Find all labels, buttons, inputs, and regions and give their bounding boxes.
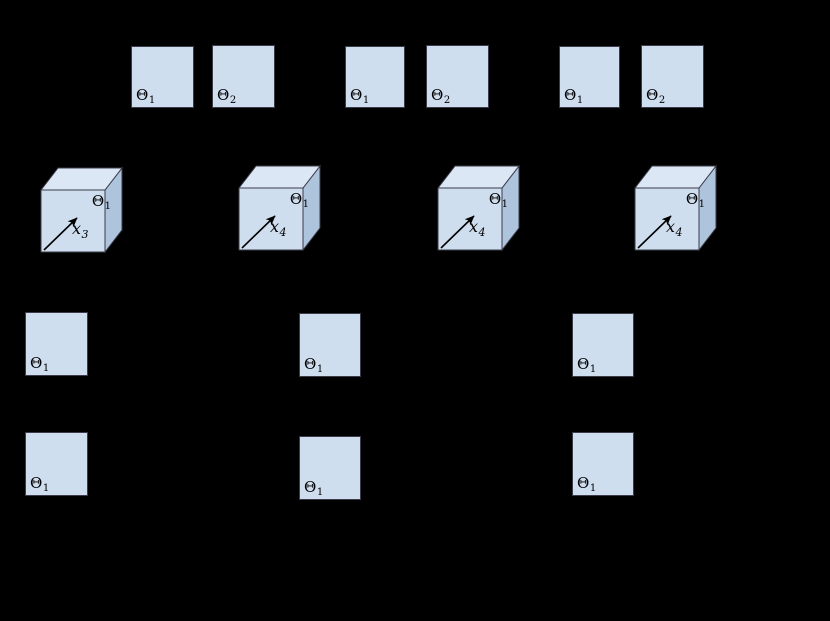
- theta-label: Θ1: [304, 354, 324, 375]
- theta-subscript: 1: [589, 364, 597, 375]
- x-vector-subscript: 3: [81, 227, 89, 241]
- theta-square: Θ2: [212, 45, 275, 108]
- theta-square: Θ1: [559, 46, 620, 108]
- theta-subscript: 2: [443, 95, 451, 106]
- theta-subscript: 1: [42, 363, 50, 374]
- theta-label: Θ1: [136, 85, 156, 106]
- theta-subscript: 1: [362, 95, 370, 106]
- cube-geometry: [436, 164, 521, 252]
- cube-geometry: [633, 164, 718, 252]
- cube-geometry: [237, 164, 322, 252]
- theta-label: Θ1: [304, 477, 324, 498]
- theta-square: Θ1: [25, 432, 88, 496]
- theta-label: Θ2: [431, 85, 451, 106]
- theta-square: Θ1: [299, 313, 361, 377]
- theta-label: Θ1: [91, 192, 111, 213]
- theta-subscript: 1: [148, 95, 156, 106]
- theta-square: Θ2: [641, 45, 704, 108]
- theta-square: Θ1: [25, 312, 88, 376]
- theta-label: Θ1: [564, 85, 584, 106]
- theta-subscript: 2: [229, 95, 237, 106]
- theta-label: Θ1: [577, 354, 597, 375]
- x-vector-subscript: 4: [478, 225, 486, 239]
- theta-label: Θ2: [217, 85, 237, 106]
- x-vector-subscript: 4: [675, 225, 683, 239]
- theta-square: Θ1: [345, 46, 405, 108]
- theta-subscript: 1: [501, 199, 508, 211]
- theta-subscript: 1: [316, 364, 324, 375]
- direction-arrow: [637, 215, 672, 249]
- theta-subscript: 1: [589, 483, 597, 494]
- theta-label: Θ1: [488, 190, 508, 211]
- theta-label: Θ1: [30, 473, 50, 494]
- theta-label: Θ1: [577, 473, 597, 494]
- theta-subscript: 1: [698, 199, 705, 211]
- theta-square: Θ1: [299, 436, 361, 500]
- x-vector-label: x4: [270, 217, 287, 239]
- theta-subscript: 1: [104, 201, 111, 213]
- theta-square: Θ1: [131, 46, 194, 108]
- theta-subscript: 1: [316, 487, 324, 498]
- theta-subscript: 1: [576, 95, 584, 106]
- theta-label: Θ1: [685, 190, 705, 211]
- theta-label: Θ1: [350, 85, 370, 106]
- cube-geometry: [39, 166, 124, 254]
- theta-subscript: 1: [42, 483, 50, 494]
- x-vector-label: x4: [469, 217, 486, 239]
- direction-arrow: [440, 215, 475, 249]
- theta-subscript: 2: [658, 95, 666, 106]
- x-vector-label: x4: [666, 217, 683, 239]
- direction-arrow: [43, 217, 78, 251]
- x-vector-subscript: 4: [279, 225, 287, 239]
- theta-label: Θ1: [289, 190, 309, 211]
- x-vector-label: x3: [72, 219, 89, 241]
- theta-subscript: 1: [302, 199, 309, 211]
- theta-label: Θ2: [646, 85, 666, 106]
- theta-square: Θ1: [572, 313, 634, 377]
- theta-square: Θ2: [426, 45, 489, 108]
- direction-arrow: [241, 215, 276, 249]
- theta-square: Θ1: [572, 432, 634, 496]
- theta-label: Θ1: [30, 353, 50, 374]
